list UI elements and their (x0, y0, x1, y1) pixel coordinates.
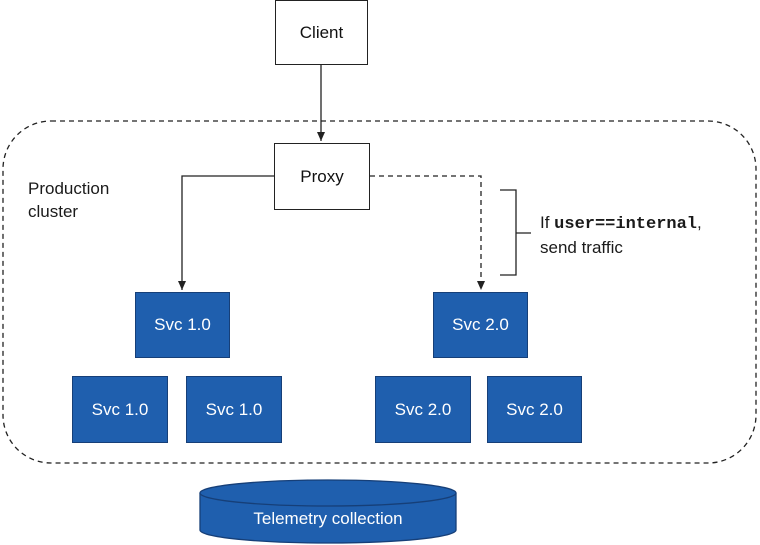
svc-2-0-primary-box: Svc 2.0 (433, 292, 528, 358)
proxy-box: Proxy (274, 143, 370, 210)
production-cluster-label-line1: Production (28, 179, 110, 198)
client-box: Client (275, 0, 368, 65)
proxy-label: Proxy (300, 166, 344, 186)
routing-note-bracket (500, 189, 531, 276)
svc-1-0-replica-box: Svc 1.0 (186, 376, 282, 443)
production-cluster-boundary (2, 120, 757, 464)
proxy-to-svc2-dashed-arrow (370, 175, 485, 290)
routing-note-condition: user==internal (554, 215, 697, 234)
svc-1-0-replica-box: Svc 1.0 (72, 376, 168, 443)
production-cluster-label: Production cluster (28, 180, 109, 220)
production-cluster-label-line2: cluster (28, 202, 79, 221)
svc-2-0-replica-label: Svc 2.0 (506, 399, 563, 419)
svc-1-0-primary-label: Svc 1.0 (154, 315, 211, 334)
client-label: Client (299, 22, 344, 42)
svc-2-0-primary-label: Svc 2.0 (452, 315, 509, 334)
routing-note-line2: send traffic (540, 238, 623, 257)
telemetry-cylinder (199, 479, 457, 544)
routing-note: If user==internal, send traffic (540, 214, 702, 256)
proxy-to-svc1-arrow (178, 175, 274, 290)
svc-1-0-primary-box: Svc 1.0 (135, 292, 230, 358)
routing-note-prefix: If (540, 213, 555, 232)
svc-2-0-replica-box: Svc 2.0 (487, 376, 582, 443)
telemetry-label: Telemetry collection (253, 509, 403, 528)
routing-note-suffix: , (697, 213, 702, 232)
svc-2-0-replica-label: Svc 2.0 (394, 399, 452, 419)
svc-1-0-replica-label: Svc 1.0 (205, 399, 263, 419)
svc-2-0-replica-box: Svc 2.0 (375, 376, 471, 443)
svc-1-0-replica-label: Svc 1.0 (91, 399, 149, 419)
